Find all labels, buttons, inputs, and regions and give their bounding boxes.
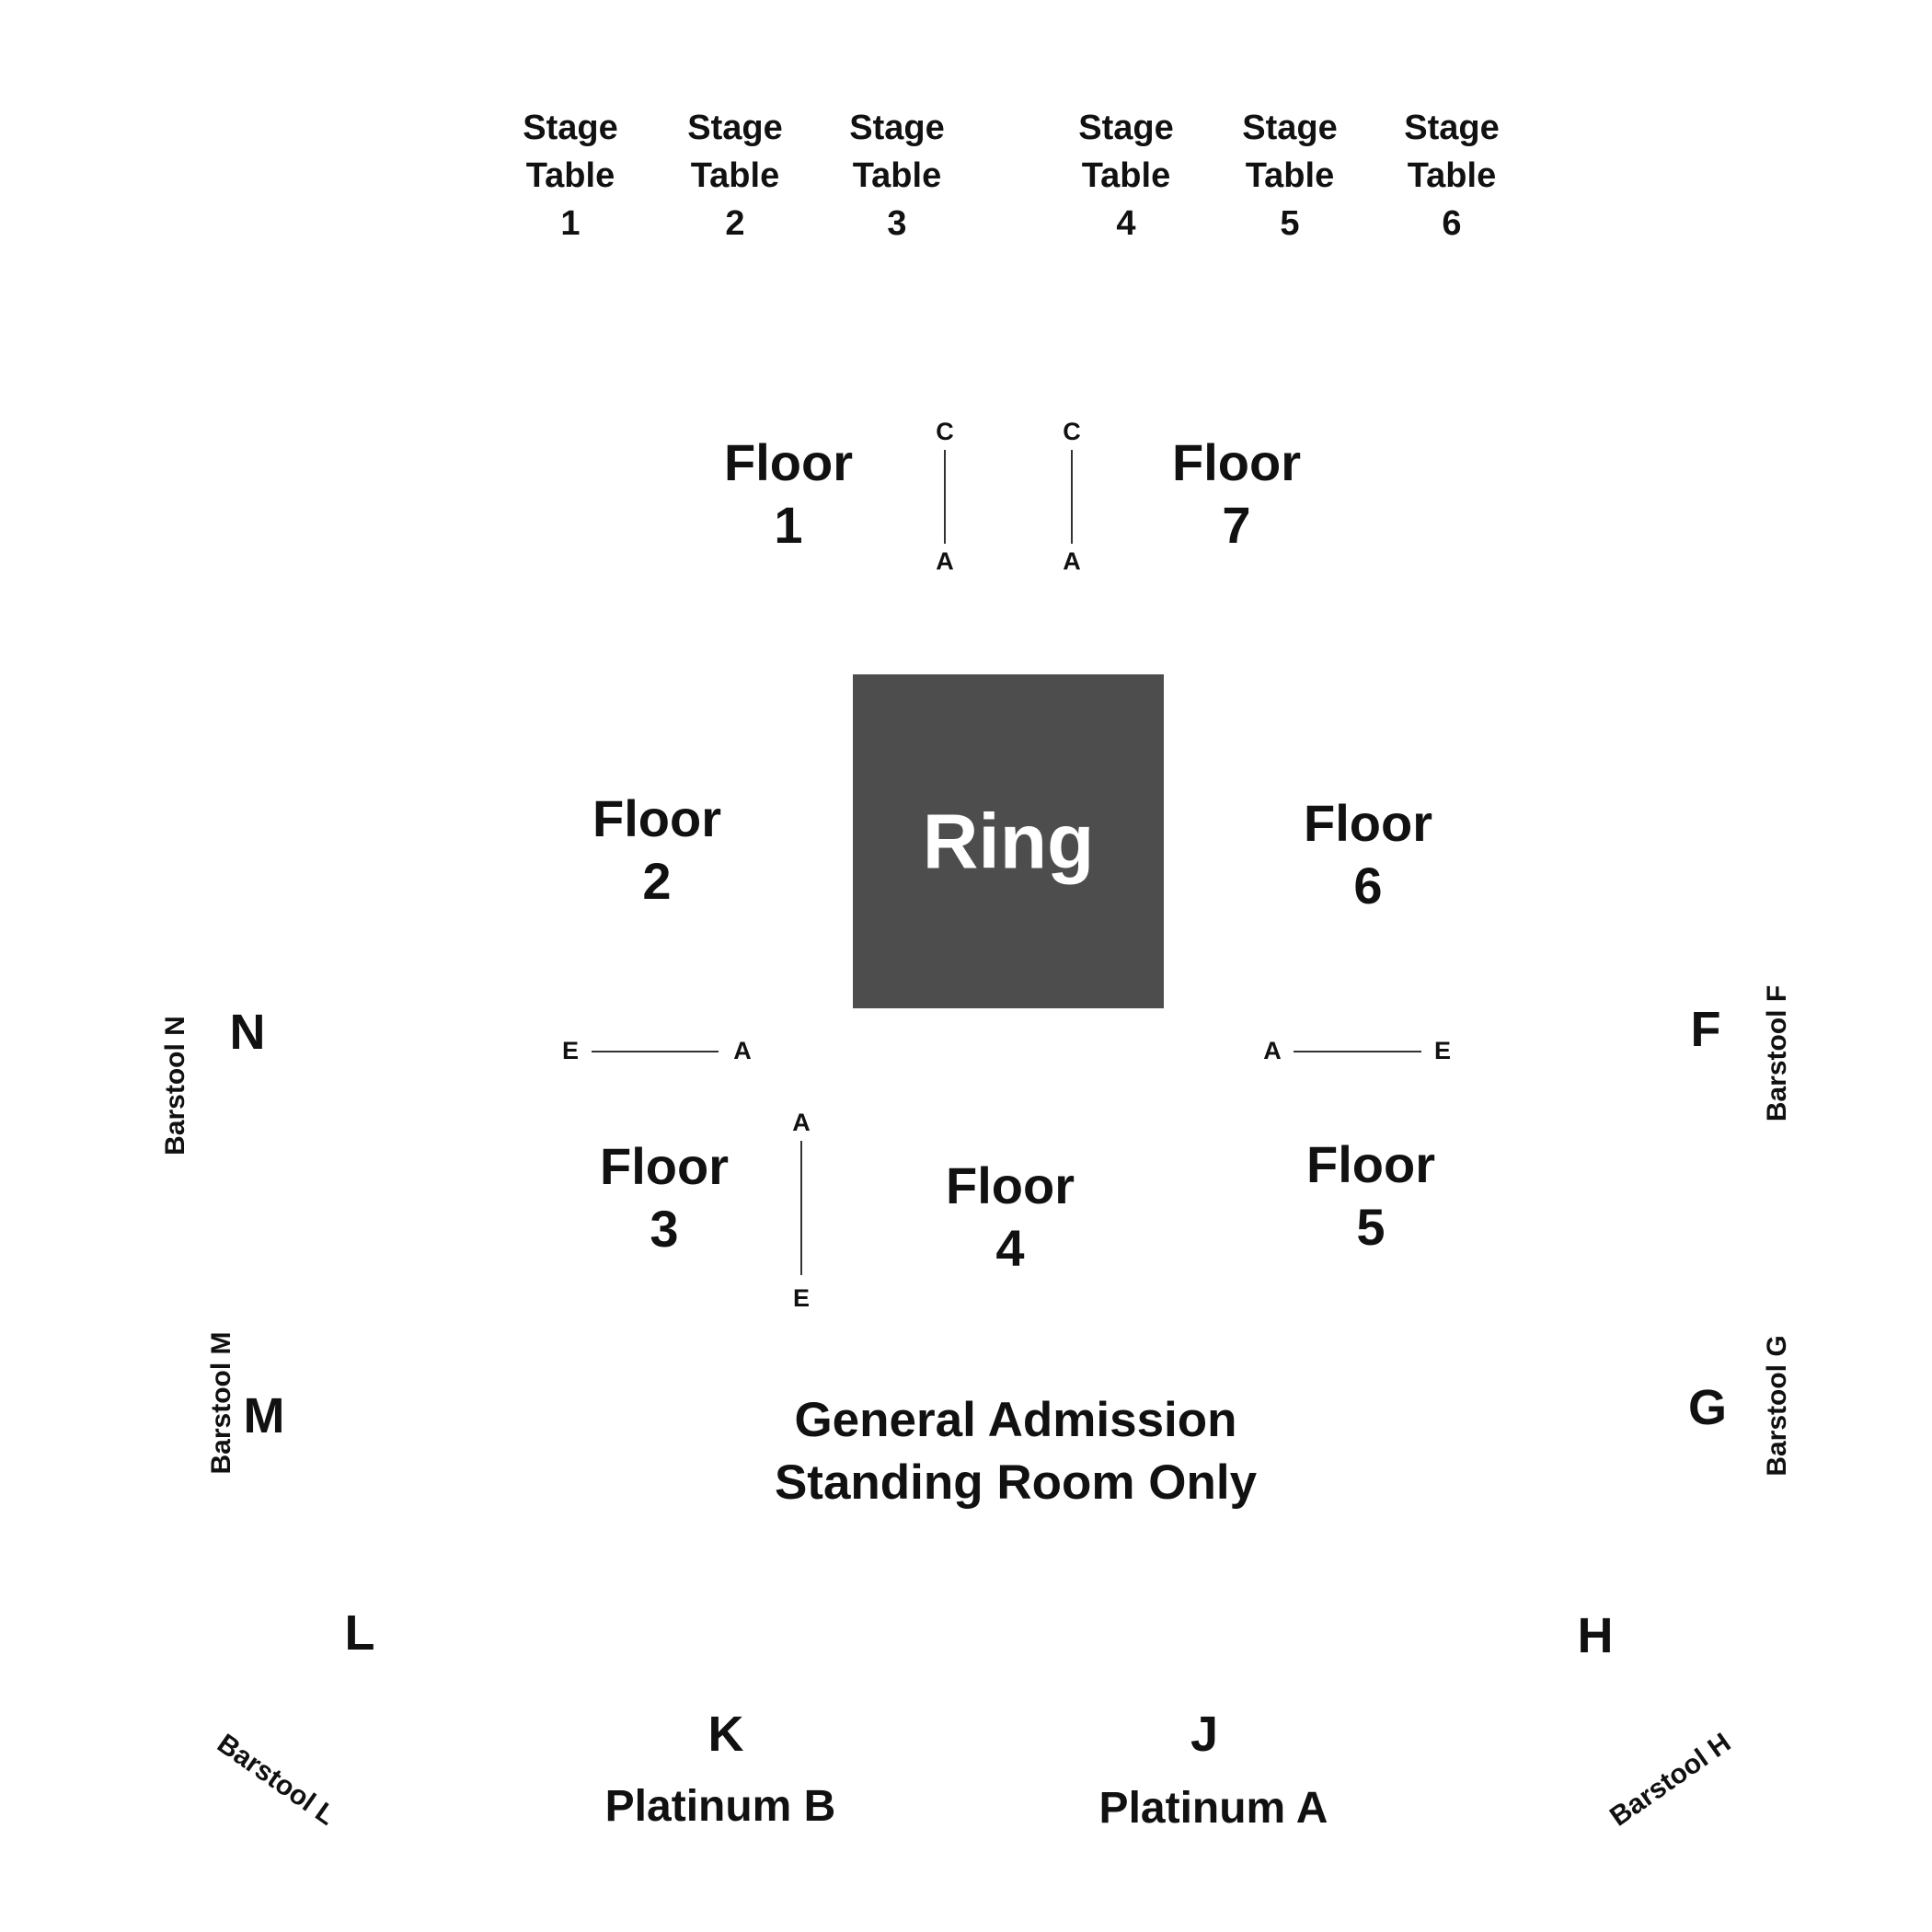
row-marker-top-left-start: C: [936, 418, 954, 445]
stage-table-5-line1: Stage: [1242, 109, 1338, 147]
stage-table-4[interactable]: Stage Table 4: [1078, 104, 1173, 247]
row-marker-left-end: A: [733, 1037, 752, 1064]
stage-table-5-line2: Table: [1245, 156, 1335, 195]
section-l[interactable]: L: [344, 1605, 375, 1661]
row-marker-left-start: E: [561, 1037, 580, 1064]
stage-table-2-number: 2: [725, 204, 745, 243]
row-marker-top-right-start: C: [1063, 418, 1081, 445]
ring-label: Ring: [922, 798, 1095, 884]
general-admission-area[interactable]: General Admission Standing Room Only: [775, 1389, 1257, 1514]
section-n[interactable]: N: [229, 1005, 266, 1060]
row-divider-right: [1294, 1051, 1421, 1052]
stage-table-6-line1: Stage: [1404, 109, 1500, 147]
floor-2-label: Floor: [592, 789, 721, 847]
barstool-l[interactable]: Barstool L: [212, 1728, 341, 1832]
stage-table-6-number: 6: [1442, 204, 1462, 243]
stage-table-3[interactable]: Stage Table 3: [849, 104, 944, 247]
row-divider-top-left: [944, 450, 946, 544]
floor-1-label: Floor: [724, 433, 853, 491]
floor-2[interactable]: Floor 2: [592, 788, 721, 913]
barstool-f[interactable]: Barstool F: [1762, 984, 1792, 1122]
stage-table-6[interactable]: Stage Table 6: [1404, 104, 1499, 247]
floor-4[interactable]: Floor 4: [946, 1155, 1075, 1280]
floor-6[interactable]: Floor 6: [1304, 792, 1432, 917]
stage-table-1[interactable]: Stage Table 1: [523, 104, 617, 247]
stage-table-4-number: 4: [1116, 204, 1136, 243]
floor-7-label: Floor: [1172, 433, 1301, 491]
floor-3[interactable]: Floor 3: [600, 1135, 729, 1260]
barstool-g[interactable]: Barstool G: [1762, 1335, 1792, 1477]
stage-table-5[interactable]: Stage Table 5: [1242, 104, 1337, 247]
stage-table-6-line2: Table: [1407, 156, 1497, 195]
stage-table-2-line1: Stage: [687, 109, 783, 147]
general-admission-line1: General Admission: [794, 1393, 1237, 1447]
floor-6-number: 6: [1353, 857, 1383, 914]
floor-1[interactable]: Floor 1: [724, 431, 853, 557]
floor-6-label: Floor: [1304, 794, 1432, 852]
stage-table-4-line1: Stage: [1078, 109, 1174, 147]
stage-table-4-line2: Table: [1081, 156, 1171, 195]
section-g[interactable]: G: [1687, 1380, 1728, 1435]
row-marker-bottom-end: E: [792, 1284, 811, 1312]
stage-table-1-number: 1: [560, 204, 581, 243]
floor-5-label: Floor: [1306, 1135, 1435, 1193]
row-marker-right-end: E: [1433, 1037, 1452, 1064]
section-k[interactable]: K: [707, 1707, 744, 1762]
stage-table-2[interactable]: Stage Table 2: [687, 104, 782, 247]
floor-3-number: 3: [650, 1200, 679, 1258]
stage-table-2-line2: Table: [690, 156, 780, 195]
section-f[interactable]: F: [1690, 1002, 1721, 1057]
stage-table-3-line1: Stage: [849, 109, 945, 147]
ring: Ring: [853, 674, 1164, 1008]
stage-table-3-number: 3: [887, 204, 907, 243]
floor-4-number: 4: [995, 1219, 1025, 1277]
row-marker-top-left-end: A: [936, 547, 954, 575]
barstool-h[interactable]: Barstool H: [1604, 1727, 1737, 1833]
floor-2-number: 2: [642, 852, 672, 910]
row-divider-bottom: [800, 1141, 802, 1275]
row-divider-left: [592, 1051, 719, 1052]
barstool-n[interactable]: Barstool N: [160, 1016, 190, 1156]
row-marker-bottom-start: A: [792, 1109, 811, 1136]
floor-5-number: 5: [1356, 1198, 1386, 1256]
stage-table-5-number: 5: [1280, 204, 1300, 243]
section-j[interactable]: J: [1190, 1707, 1219, 1762]
floor-7[interactable]: Floor 7: [1172, 431, 1301, 557]
general-admission-line2: Standing Room Only: [774, 1455, 1258, 1510]
row-divider-top-right: [1071, 450, 1073, 544]
stage-table-1-line1: Stage: [523, 109, 618, 147]
platinum-b[interactable]: Platinum B: [604, 1782, 836, 1831]
row-marker-top-right-end: A: [1063, 547, 1081, 575]
floor-3-label: Floor: [600, 1137, 729, 1195]
stage-table-3-line2: Table: [852, 156, 942, 195]
floor-1-number: 1: [774, 496, 803, 554]
row-marker-right-start: A: [1263, 1037, 1282, 1064]
stage-table-1-line2: Table: [525, 156, 615, 195]
section-h[interactable]: H: [1577, 1608, 1614, 1663]
floor-7-number: 7: [1222, 496, 1251, 554]
floor-5[interactable]: Floor 5: [1306, 1133, 1435, 1259]
floor-4-label: Floor: [946, 1156, 1075, 1214]
platinum-a[interactable]: Platinum A: [1098, 1784, 1328, 1833]
barstool-m[interactable]: Barstool M: [206, 1331, 236, 1475]
section-m[interactable]: M: [243, 1388, 285, 1443]
